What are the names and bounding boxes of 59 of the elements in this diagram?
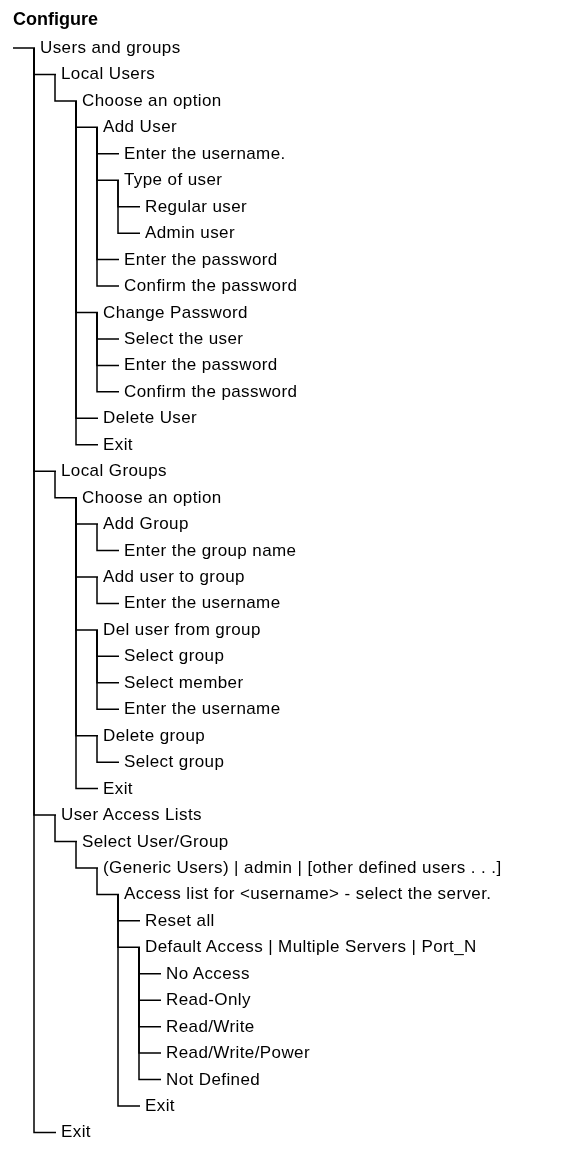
tree-connector: [54, 470, 78, 499]
tree-connector: [117, 893, 141, 1107]
tree-connector: [96, 867, 120, 896]
menu-item-text: Add user to group: [103, 566, 245, 588]
menu-item-text: Delete group: [103, 724, 206, 747]
menu-item-text: Change Password: [103, 301, 248, 324]
menu-item-text: User Access Lists: [61, 804, 202, 827]
menu-item-text: Select group: [124, 645, 225, 668]
tree-connector: [75, 840, 99, 869]
menu-item-text: (Generic Users) | admin | [other defined users . . .]: [103, 856, 502, 879]
tree-connector: [117, 179, 141, 234]
menu-item-text: Enter the username: [124, 592, 281, 615]
menu-item-text: Users and groups: [40, 37, 181, 59]
tree-connector: [96, 734, 120, 763]
menu-item-text: Type of user: [124, 169, 223, 192]
tree-connector: [12, 47, 36, 49]
menu-item-text: Del user from group: [103, 618, 261, 641]
tree-connector: [33, 47, 57, 1134]
menu-item-text: Read-Only: [166, 989, 251, 1012]
menu-item-text: No Access: [166, 962, 250, 985]
menu-item-text: Add Group: [103, 513, 189, 536]
menu-item-text: Choose an option: [82, 89, 222, 112]
tree-connector: [96, 126, 120, 287]
menu-item-text: Enter the password: [124, 354, 278, 377]
tree-connector: [96, 629, 120, 710]
tree-connector: [96, 523, 120, 552]
menu-item-text: Default Access | Multiple Servers | Port_N: [145, 936, 477, 959]
menu-item-text: Confirm the password: [124, 380, 298, 403]
menu-item-text: Access list for <username> - select the server.: [124, 883, 492, 906]
menu-item-text: Local Groups: [61, 460, 167, 483]
menu-item-text: Enter the password: [124, 248, 278, 271]
menu-item-text: Select the user: [124, 327, 244, 350]
menu-item-text: Enter the username.: [124, 142, 286, 165]
menu-item-text: Enter the username: [124, 698, 281, 721]
title: Configure: [13, 8, 98, 31]
tree-connector: [96, 576, 120, 605]
menu-item-text: Select member: [124, 671, 244, 694]
menu-item-text: Select group: [124, 751, 225, 774]
tree-connector: [54, 73, 78, 102]
menu-item-text: Delete User: [103, 407, 198, 430]
menu-item-text: Exit: [103, 777, 133, 800]
menu-item-text: Reset all: [145, 909, 215, 932]
menu-item-text: Exit: [145, 1095, 175, 1117]
menu-item-text: Not Defined: [166, 1068, 261, 1091]
menu-item-text: Enter the group name: [124, 539, 297, 562]
tree-connector: [96, 311, 120, 393]
menu-item-text: Confirm the password: [124, 275, 298, 298]
menu-item-text: Select User/Group: [82, 830, 229, 853]
menu-item-text: Exit: [103, 433, 133, 456]
tree-connector: [138, 946, 162, 1081]
menu-item-text: Read/Write/Power: [166, 1042, 311, 1065]
menu-item-text: Regular user: [145, 195, 248, 218]
menu-item-text: Exit: [61, 1121, 91, 1144]
tree-connector: [54, 814, 78, 843]
menu-item-text: Add User: [103, 116, 178, 139]
menu-item-text: Read/Write: [166, 1015, 255, 1038]
menu-item-text: Local Users: [61, 63, 156, 86]
menu-item-text: Choose an option: [82, 486, 222, 509]
menu-item-text: Admin user: [145, 222, 235, 245]
